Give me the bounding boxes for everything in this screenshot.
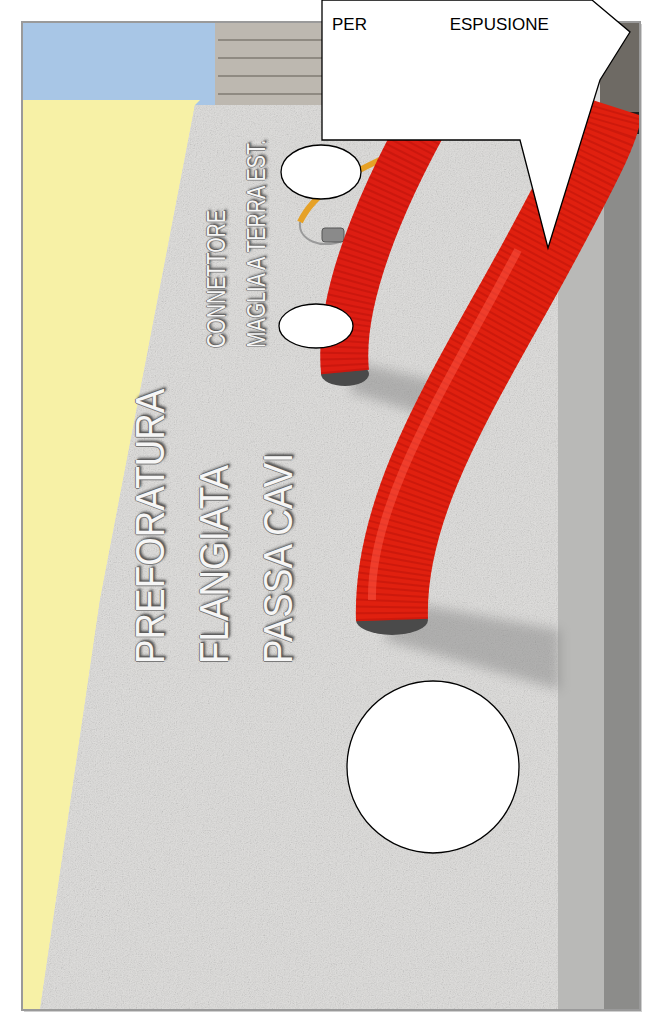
building [215, 22, 335, 110]
callout-circle [281, 145, 361, 199]
tube-ribs [392, 105, 608, 620]
callout-circle [347, 681, 519, 853]
side-wall [604, 105, 640, 1010]
tube-ribs [344, 108, 432, 372]
part-label: CONNETTORE MAGLIA A TERRA EST. [196, 137, 276, 348]
sky [22, 22, 222, 112]
building-lines [218, 40, 335, 94]
corrugated-tube [344, 108, 432, 372]
tube-highlight [372, 250, 518, 600]
earth-wire [300, 222, 345, 244]
bubble-shape [322, 0, 630, 248]
callout-bubble: PER ESPUSIONE [322, 0, 592, 140]
part-label: PREFORATURA FLANGIATA PASSA CAVI [118, 451, 310, 664]
callout-circle [279, 304, 353, 348]
callout-text: PER ESPUSIONE [332, 14, 549, 36]
corrugated-tube [392, 105, 608, 620]
earth-connector [322, 228, 344, 242]
